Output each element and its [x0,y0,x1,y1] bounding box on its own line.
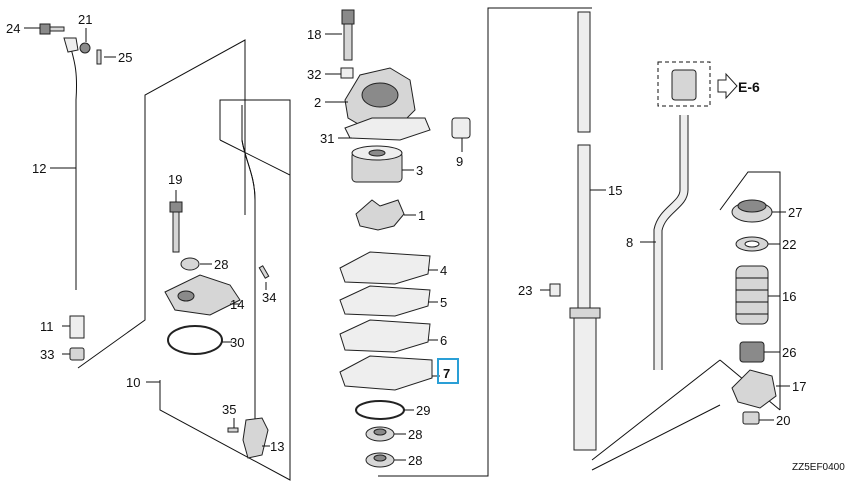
part-washer-22[interactable] [735,236,769,252]
part-impeller-1[interactable] [355,199,405,231]
callout-35[interactable]: 34 [262,290,276,305]
part-tube-8[interactable] [653,115,689,370]
callout-18[interactable]: 18 [307,27,321,42]
callout-14[interactable]: 14 [230,297,244,312]
callout-15[interactable]: 15 [608,183,622,198]
part-pin-35[interactable] [258,265,270,279]
part-driveshaft-15[interactable] [569,11,601,451]
callout-22[interactable]: 22 [782,237,796,252]
part-pump-housing-2[interactable] [344,67,416,129]
callout-30[interactable]: 29 [416,403,430,418]
part-seal-29[interactable] [180,257,200,271]
callout-7[interactable]: 7 [443,366,450,381]
part-bolt-19[interactable] [169,201,183,253]
callout-8[interactable]: 8 [626,235,633,250]
part-bearing-27[interactable] [731,199,773,223]
callout-33[interactable]: 32 [307,67,321,82]
part-gasket-4[interactable] [339,251,431,285]
part-gear-17[interactable] [731,369,777,409]
section-ref-e6[interactable]: E-6 [738,79,760,95]
callout-34[interactable]: 33 [40,347,54,362]
callout-2[interactable]: 2 [314,95,321,110]
callout-12[interactable]: 12 [32,161,46,176]
part-gasket-6[interactable] [339,319,431,353]
part-collar-33[interactable] [340,67,354,79]
part-gasket-7[interactable] [339,355,433,391]
highlight-box-7 [437,358,459,384]
callout-26[interactable]: 26 [782,345,796,360]
callout-9[interactable]: 9 [456,154,463,169]
part-bushing-26[interactable] [739,341,765,363]
diagram-code: ZZ5EF0400 [792,462,845,473]
callout-20[interactable]: 20 [776,413,790,428]
callout-27[interactable]: 27 [788,205,802,220]
frame-shift-linkage [77,39,291,481]
part-spring-16[interactable] [735,265,769,325]
part-shift-rod-long[interactable] [241,105,256,420]
callout-24[interactable]: 24 [6,21,20,36]
part-key-23[interactable] [549,283,561,297]
part-shift-rod-12[interactable] [63,37,79,290]
part-bearing-28a[interactable] [365,426,395,442]
part-bolt-18[interactable] [341,9,355,61]
part-oring-30[interactable] [355,400,405,420]
callout-5[interactable]: 5 [440,295,447,310]
callout-4[interactable]: 4 [440,263,447,278]
part-nut-21[interactable] [79,42,91,54]
part-plate-5[interactable] [339,285,431,317]
part-pin-25[interactable] [96,49,102,65]
frame-water-pump [378,7,721,477]
frame-shift-rod-box [219,99,291,175]
callout-6[interactable]: 6 [440,333,447,348]
callout-10[interactable]: 10 [126,375,140,390]
callout-28b[interactable]: 28 [408,453,422,468]
callout-32[interactable]: 31 [320,131,334,146]
part-shift-cam-13[interactable] [242,417,269,459]
part-pin-36[interactable] [227,427,239,433]
callout-3[interactable]: 3 [416,163,423,178]
part-nut-34[interactable] [69,347,85,361]
callout-11[interactable]: 11 [40,319,54,334]
callout-19[interactable]: 19 [168,172,182,187]
leader-lines [24,27,790,461]
callout-31[interactable]: 30 [230,335,244,350]
part-bearing-28b[interactable] [365,452,395,468]
callout-17[interactable]: 17 [792,379,806,394]
callout-1[interactable]: 1 [418,208,425,223]
callout-23[interactable]: 23 [518,283,532,298]
part-sleeve-9[interactable] [451,117,471,139]
callout-28a[interactable]: 28 [408,427,422,442]
part-oring-31[interactable] [167,325,223,355]
part-collar-11[interactable] [69,315,85,339]
callout-13[interactable]: 13 [270,439,284,454]
part-bolt-24[interactable] [39,23,65,35]
part-insert-3[interactable] [351,145,403,183]
callout-25[interactable]: 25 [118,50,132,65]
callout-16[interactable]: 16 [782,289,796,304]
callout-36[interactable]: 35 [222,402,236,417]
callout-21[interactable]: 21 [78,12,92,27]
callout-labels: 24 21 25 12 11 33 10 19 28 14 30 34 35 1… [6,12,845,473]
reference-box-e6 [657,61,738,107]
part-housing-14[interactable] [164,274,241,316]
part-nut-20[interactable] [742,411,760,425]
callout-29[interactable]: 28 [214,257,228,272]
